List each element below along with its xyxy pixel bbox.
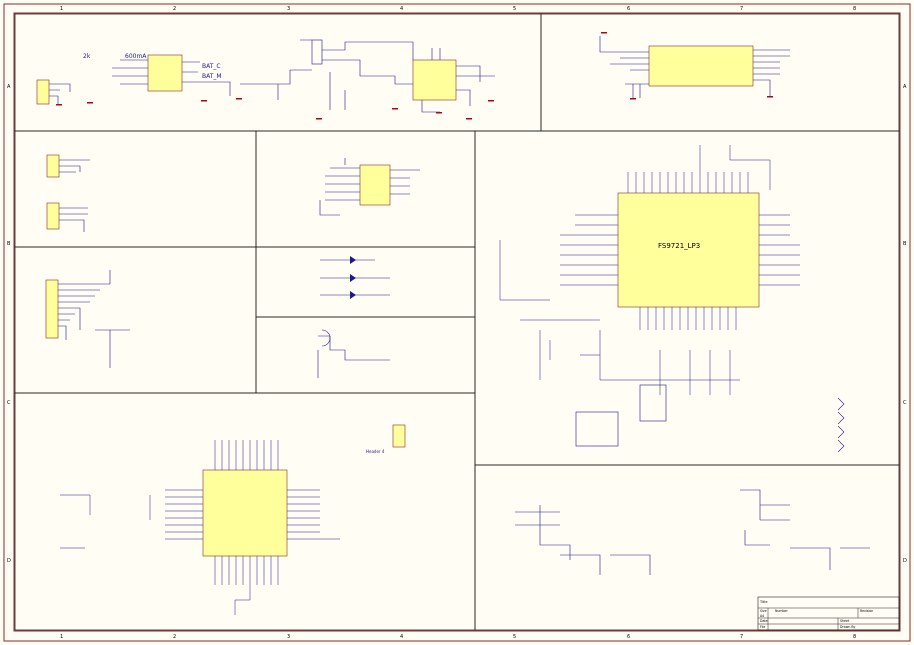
row-label: D [7, 558, 11, 564]
row-label: B [7, 241, 11, 247]
connector-p3 [46, 202, 60, 230]
section-buzzer [255, 316, 476, 394]
col-label: 6 [627, 634, 630, 640]
row-label: C [7, 400, 11, 406]
diode-section [320, 256, 390, 299]
section-connectors [14, 130, 257, 248]
drawn-by-label: Drawn By [840, 625, 856, 629]
section-power [14, 13, 542, 132]
title-block: Title Size A4 Number Revision Date File … [757, 596, 900, 631]
header-wires [58, 270, 130, 368]
diode-symbols [350, 256, 356, 299]
col-label: 8 [853, 634, 856, 640]
date-label: Date [760, 619, 768, 623]
mcu-pin-wires [60, 440, 340, 615]
meter-pin-wires [499, 145, 800, 395]
meter-ic [617, 192, 760, 308]
file-label: File [760, 625, 765, 629]
mcu-ic [202, 469, 288, 557]
header-section [45, 270, 130, 368]
bluetooth-grounds [601, 32, 773, 100]
outer-frame [3, 3, 911, 642]
bluetooth-module [648, 45, 754, 87]
title-block-frame [757, 596, 900, 631]
bat-c-label: BAT_C [202, 63, 221, 70]
buzzer-section [317, 329, 390, 378]
col-label: 3 [287, 6, 290, 12]
measurement-terminals [837, 397, 845, 453]
col-label: 2 [173, 634, 176, 640]
connector-p2 [46, 154, 60, 178]
bluetooth-section [599, 32, 790, 100]
header-p4 [45, 279, 59, 339]
col-label: 7 [740, 6, 743, 12]
row-label: D [903, 558, 907, 564]
connector-wires [59, 159, 90, 232]
charger-ic [147, 54, 183, 92]
section-boxes [14, 13, 900, 631]
sensor-block [575, 411, 619, 447]
usb-uart-section [319, 158, 420, 216]
driver-section [515, 489, 870, 575]
driver-wires-right [740, 489, 870, 570]
size-value: A4 [760, 614, 764, 618]
col-label: 8 [853, 6, 856, 12]
col-label: 4 [400, 634, 403, 640]
col-label: 7 [740, 634, 743, 640]
header-label: Header 4 [366, 449, 385, 454]
switch-block [639, 384, 667, 422]
meter-section: FS9721_LP3 [499, 145, 845, 453]
resistor-2k-label: 2k [83, 53, 91, 60]
driver-wires-left [515, 505, 651, 575]
col-label: 1 [60, 6, 63, 12]
col-label: 1 [60, 634, 63, 640]
col-label: 5 [513, 6, 516, 12]
section-drivers [474, 464, 900, 631]
title-label: Title [759, 600, 768, 604]
battery-connector [36, 79, 50, 105]
col-label: 3 [287, 634, 290, 640]
meter-ic-label: FS9721_LP3 [658, 242, 700, 250]
col-label: 4 [400, 6, 403, 12]
current-label: 600mA [125, 53, 147, 60]
inner-frame [13, 12, 901, 632]
regulator-ic [412, 59, 457, 101]
usb-uart-wires [319, 158, 420, 216]
col-label: 6 [627, 6, 630, 12]
bluetooth-wires [599, 36, 790, 98]
row-label: A [903, 84, 907, 90]
row-label: A [7, 84, 11, 90]
ground-symbols [56, 98, 494, 120]
usb-uart-ic [359, 164, 391, 206]
header-connector [392, 424, 406, 448]
row-label: C [903, 400, 907, 406]
col-label: 2 [173, 6, 176, 12]
power-section: BAT_C BAT_M 2k 600mA [36, 39, 495, 120]
revision-label: Revision [860, 609, 873, 613]
mosfet-q1 [311, 39, 323, 65]
connector-section [46, 154, 90, 232]
section-diodes [255, 246, 476, 318]
row-label: B [903, 241, 907, 247]
border-column-labels: 1 2 3 4 5 6 7 8 1 2 3 4 5 6 7 8 [60, 6, 856, 640]
border-row-labels: A B C D A B C D [7, 84, 907, 564]
col-label: 5 [513, 634, 516, 640]
sheet-label: Sheet [840, 619, 850, 623]
bat-m-label: BAT_M [202, 73, 222, 80]
power-wires [49, 39, 495, 113]
mcu-section: Header 4 [60, 424, 406, 615]
buzzer-wires [317, 329, 390, 378]
size-label: Size [760, 609, 767, 613]
number-label: Number [775, 609, 788, 613]
